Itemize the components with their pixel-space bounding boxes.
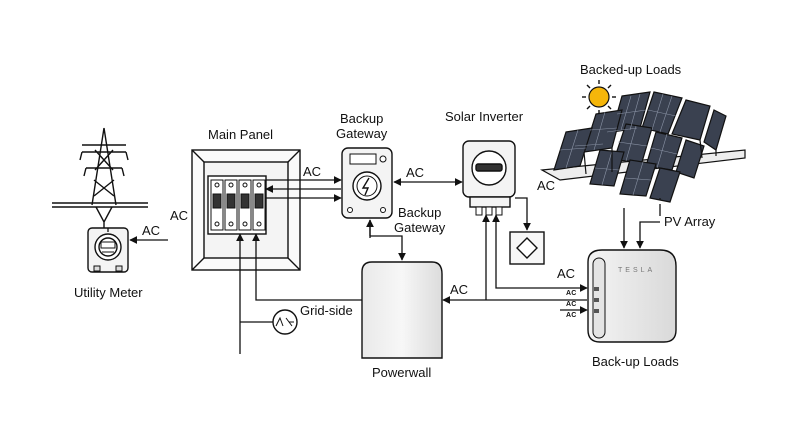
ac-label-tesla: AC	[557, 266, 576, 281]
battery-icon	[361, 261, 443, 359]
connection-lines	[107, 176, 661, 354]
utility-meter-label: Utility Meter	[74, 285, 143, 300]
ac-label-powerwall: AC	[450, 282, 469, 297]
back-up-loads-label: Back-up Loads	[592, 354, 679, 369]
electric-meter-icon	[87, 227, 129, 273]
tesla-brand-label: TESLA	[618, 267, 656, 274]
ac-label-port-3: AC	[566, 312, 577, 319]
solar-inverter-label: Solar Inverter	[445, 109, 524, 124]
backup-gateway-top-label: Backup Gateway	[336, 111, 388, 141]
powerwall-label: Powerwall	[372, 365, 432, 380]
ac-label-gateway-inverter: AC	[406, 165, 425, 180]
sun-icon	[582, 80, 616, 114]
ac-label-inverter-right: AC	[537, 178, 556, 193]
transmission-tower-icon	[52, 127, 148, 232]
inverter-icon	[462, 140, 516, 216]
ac-label-port-1: AC	[566, 290, 577, 297]
ac-dc-converter-icon	[272, 309, 298, 335]
breaker-panel-icon	[191, 149, 301, 271]
backup-gateway-bottom-label: Backup Gateway	[394, 205, 446, 235]
pv-array-label: PV Array	[664, 214, 716, 229]
disconnect-switch-icon	[509, 231, 545, 265]
backed-up-loads-label: Backed-up Loads	[580, 62, 682, 77]
ac-label-meter: AC	[142, 223, 161, 238]
battery-icon	[587, 249, 677, 343]
ac-label-port-2: AC	[566, 301, 577, 308]
ac-label-panel-left: AC	[170, 208, 189, 223]
grid-side-label: Grid-side	[300, 303, 353, 318]
ac-label-panel-gateway: AC	[303, 164, 322, 179]
solar-panel-array-icon	[540, 91, 746, 203]
main-panel-label: Main Panel	[208, 127, 274, 142]
gateway-icon	[341, 147, 393, 219]
